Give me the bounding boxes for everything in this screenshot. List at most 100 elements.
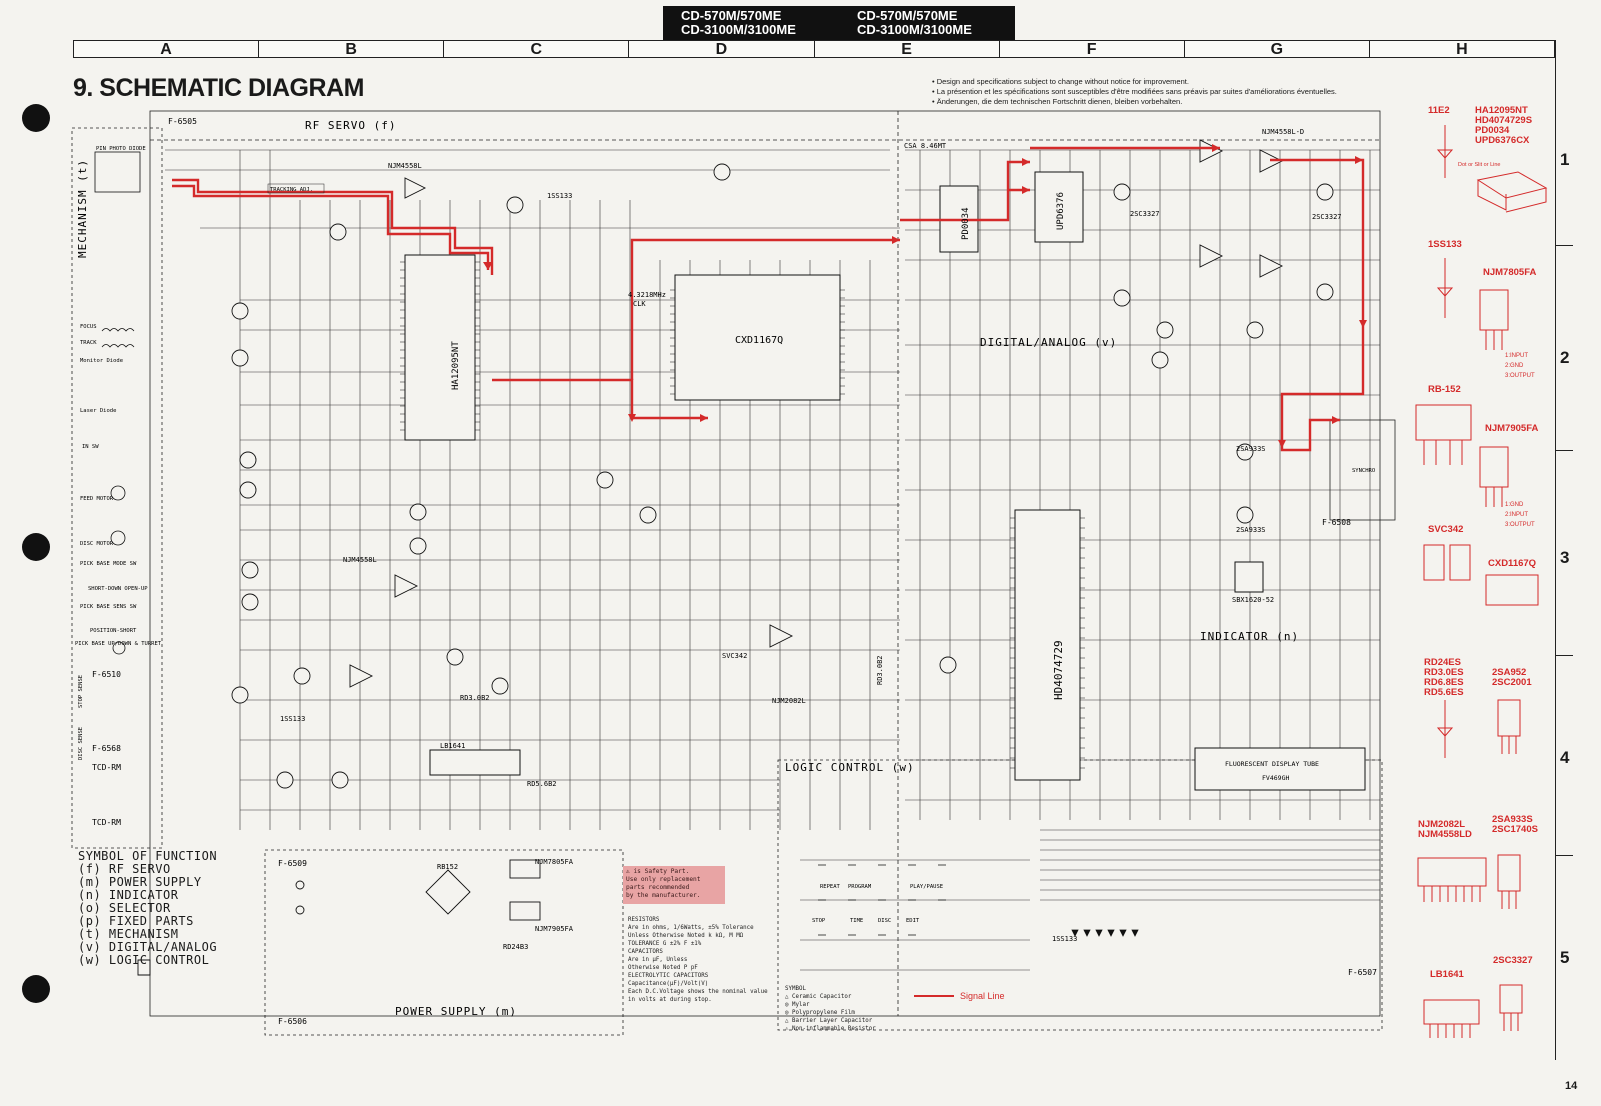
safety-line: by the manufacturer. [626, 892, 701, 899]
note-line: Each D.C.Voltage shows the nominal value [628, 989, 768, 995]
specification-notes: Design and specifications subject to cha… [932, 77, 1337, 107]
part-label-group: NJM2082L NJM4558LD [1418, 820, 1472, 840]
schematic-frame [149, 110, 1381, 1017]
ic-label: HA12095NT [451, 341, 461, 390]
grid-row-label: 2 [1560, 348, 1570, 367]
ic-ha12095nt [404, 254, 476, 441]
note-line: Unless Otherwise Noted k kΩ, M MΩ [628, 933, 744, 939]
section-label-mechanism: MECHANISM (t) [76, 159, 89, 258]
ic-label: NJM4558L [388, 162, 422, 170]
key-label: DISC [878, 918, 891, 924]
symbol-of-function: SYMBOL OF FUNCTION (f) RF SERVO (m) POWE… [78, 850, 217, 967]
ic-cxd1167q [674, 274, 841, 401]
symbol-legend-item: ⚠ Non-inflammable Resistor [785, 1026, 876, 1032]
part-label: 2SC3327 [1493, 955, 1533, 966]
model-line: CD-570M/570ME [681, 8, 782, 23]
column-reference-bar: A B C D E F G H [73, 40, 1555, 58]
safety-note: ⚠ is Safety Part. Use only replacement p… [623, 866, 725, 904]
note-line: Otherwise Noted P pF [628, 965, 698, 971]
punch-hole [22, 533, 50, 561]
safety-line: Use only replacement [626, 876, 701, 883]
ic-label: NJM2082L [772, 697, 806, 705]
model-line: CD-3100M/3100ME [681, 22, 796, 37]
ic-label: RD3.0B2 [876, 655, 884, 685]
page-number: 14 [1565, 1080, 1578, 1092]
section-label-logic-control: LOGIC CONTROL (w) [785, 761, 915, 774]
grid-column-label: E [815, 41, 1000, 58]
part-label: RD5.6ES [1424, 687, 1464, 698]
part-label-group: 2SA952 2SC2001 [1492, 668, 1532, 688]
symbol-item: (f) RF SERVO [78, 862, 171, 876]
ic-label: NJM7905FA [535, 925, 574, 933]
part-label: RD3.0ES [1424, 667, 1464, 678]
ic-pins [400, 261, 1085, 769]
pin-label: 3:OUTPUT [1505, 522, 1535, 528]
mechanism-label: Monitor Diode [80, 358, 123, 364]
symbol-heading: SYMBOL OF FUNCTION [78, 849, 218, 863]
ic-label: NJM7805FA [535, 858, 574, 866]
part-label: 2SA933S [1492, 814, 1533, 825]
symbol-legend-text: Barrier Layer Capacitor [791, 1018, 873, 1024]
ic-label: RD5.6B2 [527, 780, 557, 788]
part-label: 2SA952 [1492, 667, 1527, 678]
row-divider [1555, 655, 1573, 656]
grid-column-label: F [1000, 41, 1185, 58]
section-label-power-supply: POWER SUPPLY (m) [395, 1005, 517, 1018]
mechanism-box [71, 127, 163, 849]
ic-label: 2SA933S [1236, 445, 1266, 453]
transistors [231, 163, 1334, 789]
grid-row-label: 4 [1560, 748, 1570, 767]
ic-hd4074729 [1014, 509, 1081, 781]
part-pins: 1:GND 2:INPUT 3:OUTPUT [1505, 500, 1535, 530]
wiring-bus [165, 149, 1380, 971]
component-notes: RESISTORS Are in ohms, 1/6Watts, ±5% Tol… [628, 916, 768, 1004]
ic-label: PD0034 [961, 207, 971, 240]
signal-line-swatch [914, 995, 954, 997]
mechanism-label: PICK BASE SENS SW [80, 604, 137, 610]
ic-label: 4.3218MHz [628, 291, 666, 299]
ic-label: 2SA933S [1236, 526, 1266, 534]
ic-label: RD3.0B2 [460, 694, 490, 702]
grid-column-label: D [629, 41, 815, 58]
mechanism-label: FOCUS [80, 324, 97, 330]
ic-label: 2SC3327 [1130, 210, 1160, 218]
part-label: HD4074729S [1475, 115, 1533, 126]
grid-column-label: C [444, 41, 630, 58]
symbol-legend-text: Mylar [791, 1002, 810, 1008]
ic-label: NJM4558L [343, 556, 377, 564]
symbol-legend: SYMBOL △ Ceramic Capacitor ◎ Mylar ◎ Pol… [785, 985, 876, 1033]
part-label: 1SS133 [1428, 239, 1462, 250]
part-label: NJM4558LD [1418, 829, 1472, 840]
symbol-item: (v) DIGITAL/ANALOG [78, 940, 218, 954]
pin-label: 1:GND [1505, 502, 1524, 508]
key-label: PROGRAM [848, 884, 872, 890]
board-ref: F-6507 [1348, 968, 1377, 977]
grid-row-label: 1 [1560, 150, 1570, 169]
synchro-box [1329, 419, 1396, 521]
ic-label: HD4074729 [1052, 640, 1065, 700]
part-label: 2SC2001 [1492, 677, 1532, 688]
note-line: La présention et les spécifications sont… [932, 87, 1337, 97]
ic-label: CSA 8.46MT [904, 142, 947, 150]
symbol-item: (t) MECHANISM [78, 927, 179, 941]
note-line: TOLERANCE G ±2% F ±1% [628, 941, 702, 947]
board-ref: F-6506 [278, 1017, 307, 1026]
part-label: UPD6376CX [1475, 135, 1530, 146]
signal-arrows [483, 144, 1367, 448]
part-label: 2SC1740S [1492, 824, 1538, 835]
ic-label: RB152 [437, 863, 458, 871]
note-line: Änderungen, die dem technischen Fortschr… [932, 97, 1337, 107]
grid-column-label: B [259, 41, 445, 58]
symbol-legend-item: △ Barrier Layer Capacitor [785, 1018, 873, 1024]
row-divider [1555, 245, 1573, 246]
ic-lb1641 [429, 749, 521, 776]
part-label: RB-152 [1428, 384, 1461, 395]
symbol-legend-item: ◎ Mylar [785, 1002, 810, 1008]
ic-label: 1SS133 [1052, 935, 1077, 943]
part-label: NJM2082L [1418, 819, 1465, 830]
mechanism-label: FEED MOTOR [80, 496, 114, 502]
part-label: NJM7805FA [1483, 267, 1537, 278]
safety-line: parts recommended [626, 884, 690, 891]
mechanism-label: PICK BASE UP/DOWN & TURRET [75, 641, 162, 647]
part-label: PD0034 [1475, 125, 1510, 136]
